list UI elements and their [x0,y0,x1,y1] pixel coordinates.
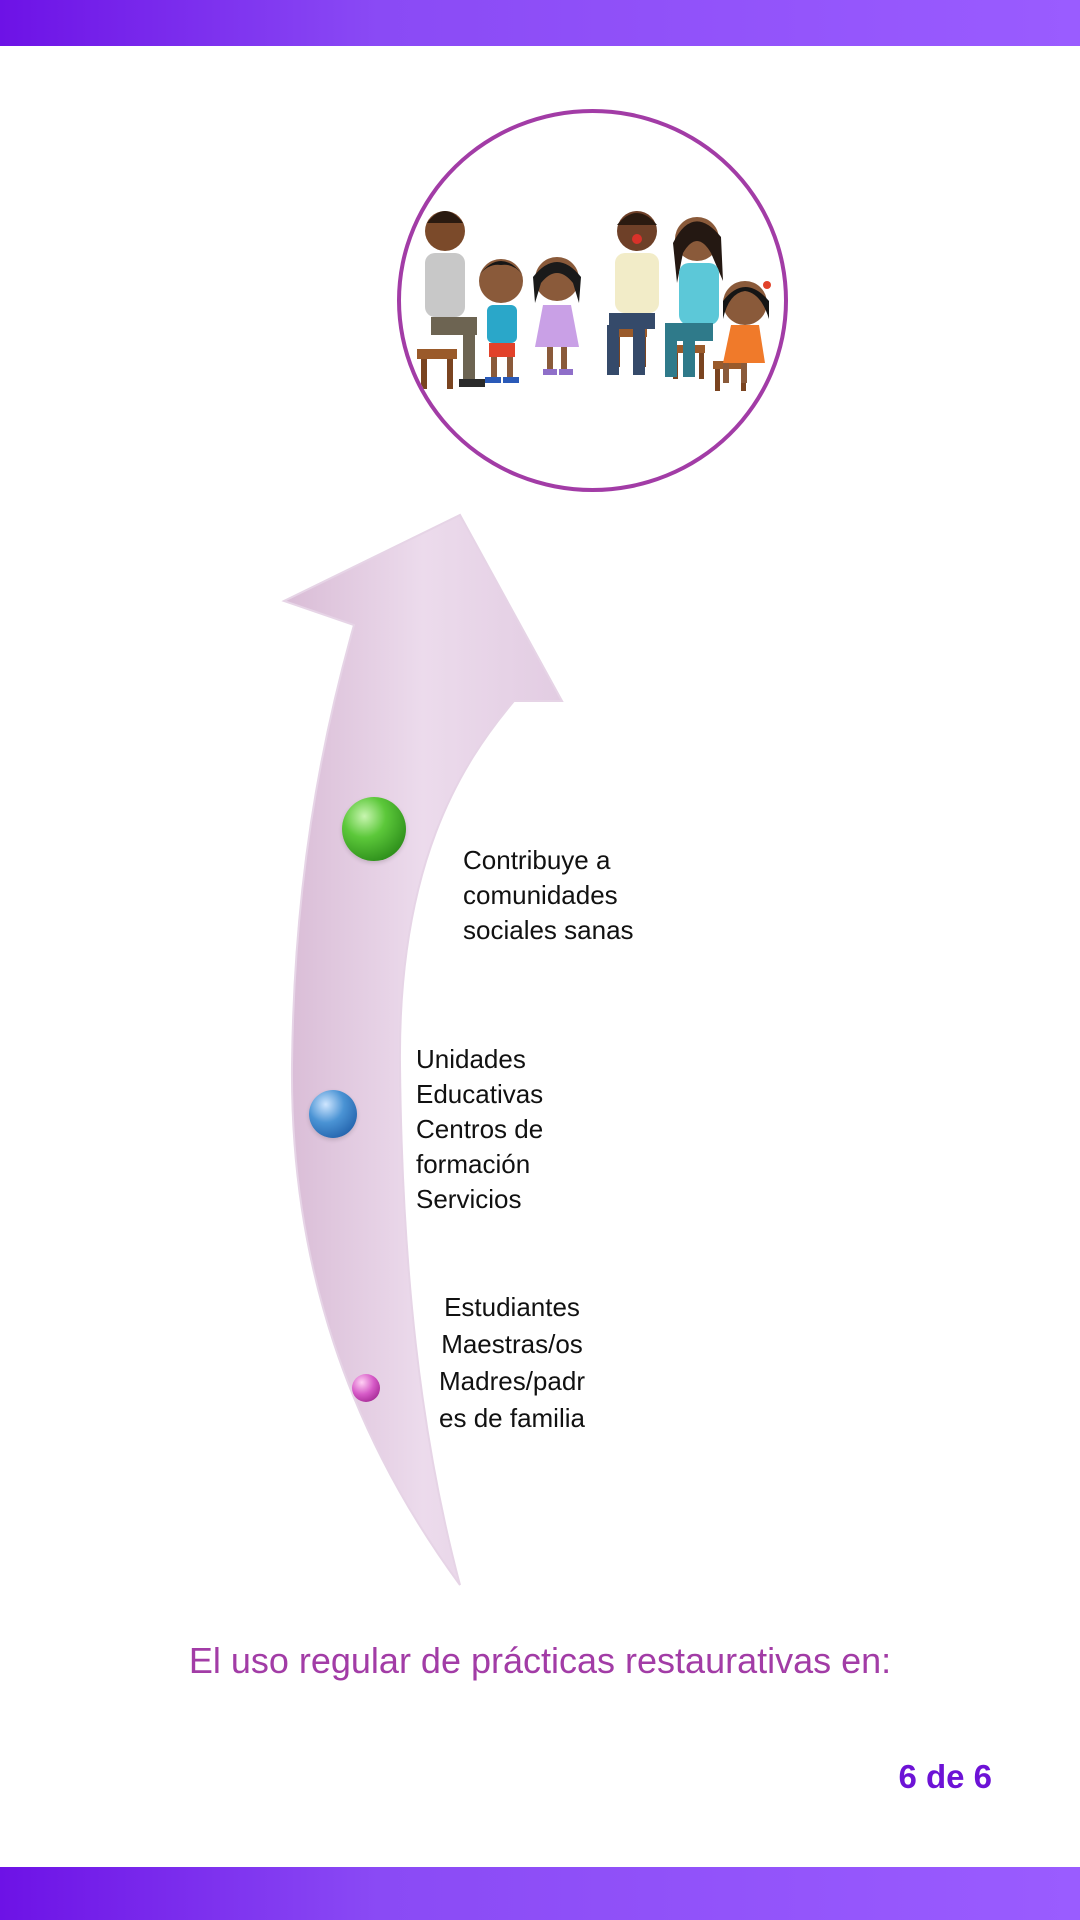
person-icon [417,211,485,389]
blue-sphere-icon [309,1090,357,1138]
step-label: Estudiantes Maestras/os Madres/padr es d… [439,1292,585,1433]
page-counter: 6 de 6 [898,1758,992,1795]
person-icon [533,257,581,375]
person-icon [479,259,523,383]
family-illustration [397,109,788,492]
slide-caption: El uso regular de prácticas restaurativa… [188,1640,892,1681]
step-label: Unidades Educativas Centros de formación… [416,1044,544,1214]
magenta-sphere-icon [352,1374,380,1402]
person-icon [665,217,723,379]
step-label: Contribuye a comunidades sociales sanas [463,845,634,945]
top-header-bar [0,0,1080,46]
curved-up-arrow [281,513,564,1586]
green-sphere-icon [342,797,406,861]
person-icon [607,211,659,375]
bottom-footer-bar [0,1867,1080,1920]
person-icon [713,281,771,391]
